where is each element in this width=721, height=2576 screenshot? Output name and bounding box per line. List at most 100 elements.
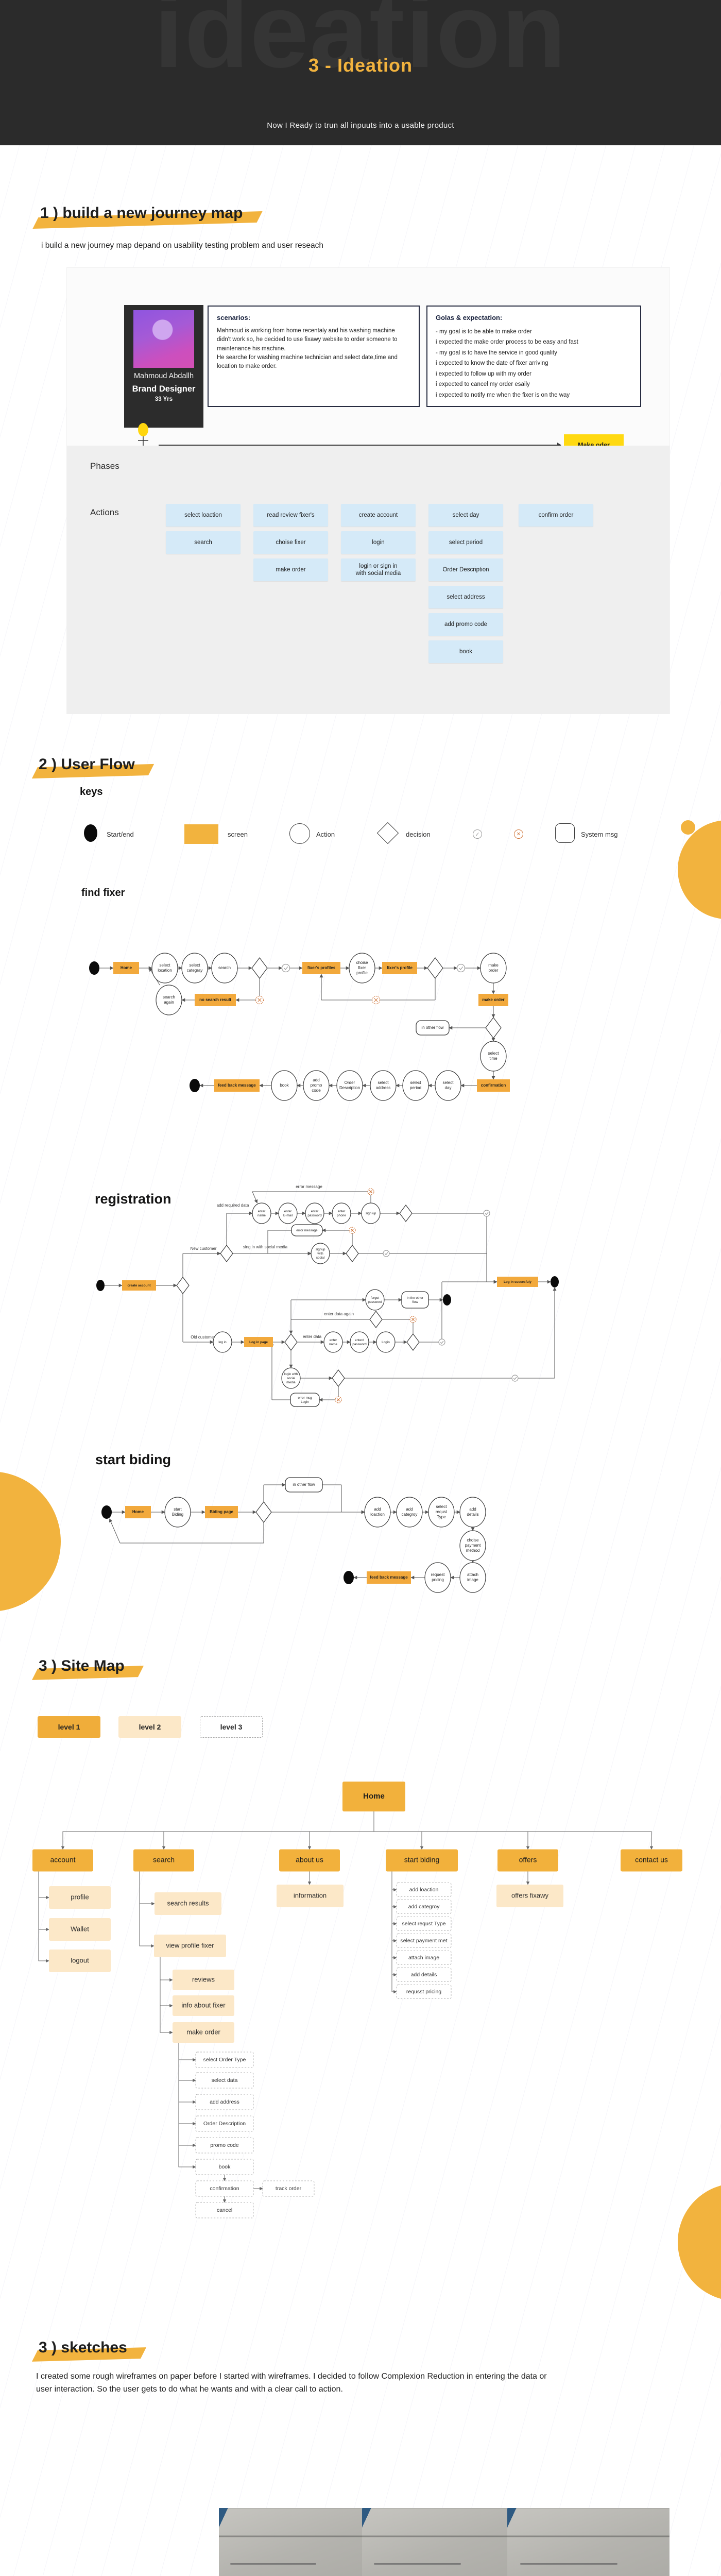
sitemap-node-conf: confirmation [195, 2180, 254, 2197]
sitemap-node-sot: select Order Type [195, 2052, 254, 2068]
goal-item: - my goal is to have the service in good… [436, 349, 557, 356]
flow-node-cross [409, 1316, 417, 1323]
svg-text:account: account [50, 1856, 75, 1864]
flow-node-label: Old customer [191, 1335, 215, 1340]
decor-circle [681, 820, 695, 835]
svg-text:Wallet: Wallet [71, 1925, 89, 1933]
svg-text:profile: profile [71, 1893, 89, 1901]
flow-node-end [190, 1079, 200, 1092]
header-watermark: ideation [154, 0, 567, 90]
legend-label: Action [316, 831, 335, 838]
sitemap-node-book: book [195, 2159, 254, 2175]
flow-node-check [456, 963, 466, 973]
sitemap-node-sb7: requsst pricing [396, 1985, 452, 1999]
sitemap-edge [373, 1811, 654, 1850]
flow-node-decision [369, 1311, 383, 1328]
flow-node-action: search [211, 953, 238, 984]
sitemap-edge [162, 1811, 374, 1850]
flow-node-decision [251, 957, 268, 979]
flow-node-label: enter data again [324, 1312, 354, 1316]
sitemap-heading: 3 ) Site Map [39, 1657, 125, 1674]
svg-text:in other flow: in other flow [293, 1482, 315, 1487]
svg-text:no search result: no search result [199, 997, 231, 1002]
sitemap-node-sb5: attach image [396, 1951, 452, 1965]
goal-item: i expected to cancel my order esaily [436, 381, 530, 388]
flow-node-action: book [271, 1070, 298, 1101]
svg-text:Home: Home [121, 965, 132, 970]
sitemap-edge [373, 1811, 424, 1850]
svg-text:about us: about us [296, 1856, 323, 1864]
sitemap-node-aboutus: about us [279, 1849, 340, 1872]
actions-column: confirm order [519, 504, 593, 527]
sitemap-node-sb6: add details [396, 1968, 452, 1982]
sitemap-edge [139, 1871, 154, 1948]
flow-node-screen: feed back message [367, 1571, 411, 1584]
journey-map-card: Mahmoud Abdallh Brand Designer 33 Yrs sc… [67, 268, 670, 714]
flow-node-end [443, 1294, 451, 1306]
svg-text:fixer's profile: fixer's profile [387, 965, 413, 970]
sitemap-legend-level3: level 3 [200, 1716, 263, 1738]
flow-node-screen: confirmation [477, 1079, 510, 1092]
action-chip: select period [428, 531, 503, 554]
flow-node-screen: Home [113, 962, 139, 974]
sitemap-node-ods: Order Description [195, 2115, 254, 2132]
svg-text:enter data again: enter data again [324, 1312, 354, 1316]
action-chip: choise fixer [253, 531, 328, 554]
journey-description: i build a new journey map depand on usab… [41, 241, 324, 250]
legend-label: decision [406, 831, 431, 838]
flow-node-screen: fixer's profiles [302, 962, 340, 974]
legend-label: screen [228, 831, 248, 838]
flow-node-decision [485, 1017, 502, 1039]
flow-node-decision [176, 1277, 190, 1294]
flow-node-sysmsg: error message [291, 1224, 323, 1236]
sitemap-node-offers: offers [497, 1849, 558, 1872]
svg-text:New customer: New customer [190, 1246, 216, 1251]
userflow-heading: 2 ) User Flow [39, 755, 135, 773]
flow-node-cross [349, 1227, 356, 1234]
svg-text:start biding: start biding [404, 1856, 439, 1864]
svg-text:add details: add details [411, 1972, 437, 1978]
sitemap-edge [178, 2043, 196, 2104]
sitemap-node-logout: logout [49, 1950, 111, 1972]
svg-text:confirmation: confirmation [210, 2185, 239, 2192]
legend-dot-icon [84, 824, 97, 842]
flow-node-label: New customer [190, 1246, 216, 1251]
flow-node-check [438, 1338, 445, 1346]
sitemap-node-mkord: make order [173, 2022, 234, 2043]
flow-node-end [551, 1276, 559, 1287]
action-chip: search [166, 531, 241, 554]
action-chip: read review fixer's [253, 504, 328, 527]
svg-text:attach image: attach image [408, 1955, 439, 1961]
sitemap-edge [391, 1871, 397, 1926]
svg-text:select payment met: select payment met [400, 1938, 447, 1944]
sitemap-edge [178, 2043, 196, 2169]
sitemap-node-sb2: add categroy [396, 1900, 452, 1914]
flow-node-label: add required data [217, 1203, 249, 1208]
legend-label: Start/end [107, 831, 134, 838]
actions-label: Actions [90, 507, 119, 517]
svg-text:Login: Login [382, 1341, 390, 1344]
svg-text:requsst pricing: requsst pricing [406, 1989, 441, 1995]
svg-text:make order: make order [482, 997, 504, 1002]
flow-node-sysmsg: in other flow [285, 1477, 323, 1493]
